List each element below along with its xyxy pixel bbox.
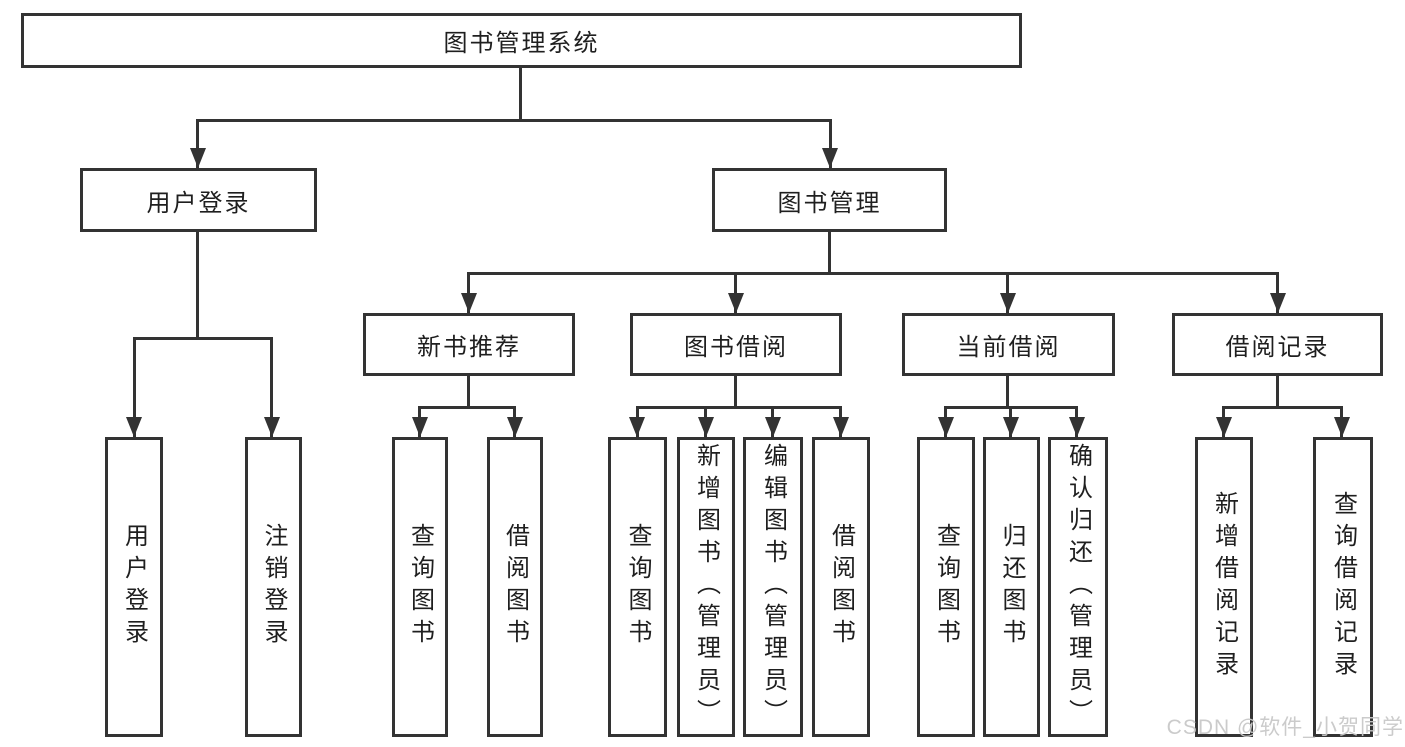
leaf-add-borrow-record: 新增借阅记录	[1195, 437, 1253, 737]
leaf-query-borrow-record: 查询借阅记录	[1313, 437, 1373, 737]
arrow-down-icon	[126, 417, 142, 437]
leaf-borrow-books-recommend-label: 借阅图书	[501, 523, 529, 651]
leaf-confirm-return-admin-label: 确认归还（管理员）	[1064, 443, 1092, 731]
arrow-down-icon	[461, 293, 477, 313]
arrow-down-icon	[1000, 293, 1016, 313]
connector-line	[519, 68, 522, 119]
node-borrow-records: 借阅记录	[1172, 313, 1383, 376]
leaf-borrow-books: 借阅图书	[812, 437, 870, 737]
leaf-user-login-label: 用户登录	[120, 523, 148, 651]
connector-line	[1006, 272, 1009, 313]
connector-line	[636, 406, 841, 409]
node-book-borrow: 图书借阅	[630, 313, 842, 376]
arrow-down-icon	[833, 417, 849, 437]
leaf-query-books-borrow-label: 查询图书	[624, 523, 651, 651]
arrow-down-icon	[1216, 417, 1232, 437]
arrow-down-icon	[412, 417, 428, 437]
leaf-query-books-recommend: 查询图书	[392, 437, 448, 737]
node-new-book-recommend-label: 新书推荐	[417, 334, 521, 361]
connector-line	[734, 376, 737, 406]
leaf-confirm-return-admin: 确认归还（管理员）	[1048, 437, 1108, 737]
node-book-management-label: 图书管理	[777, 189, 882, 217]
connector-line	[467, 376, 470, 406]
node-current-borrow-label: 当前借阅	[956, 334, 1061, 361]
connector-line	[133, 337, 273, 340]
leaf-borrow-books-label: 借阅图书	[827, 523, 855, 651]
node-book-borrow-label: 图书借阅	[684, 334, 788, 361]
connector-line	[1222, 406, 1342, 409]
leaf-add-books-admin-label: 新增图书（管理员）	[692, 443, 720, 731]
connector-line	[418, 406, 516, 409]
node-root: 图书管理系统	[21, 13, 1022, 68]
connector-line	[133, 337, 136, 437]
arrow-down-icon	[190, 148, 206, 168]
leaf-edit-books-admin-label: 编辑图书（管理员）	[759, 443, 787, 731]
node-user-login: 用户登录	[80, 168, 317, 232]
arrow-down-icon	[698, 417, 714, 437]
connector-line	[1276, 376, 1279, 406]
arrow-down-icon	[822, 148, 838, 168]
node-user-login-label: 用户登录	[146, 189, 251, 217]
leaf-query-books-current-label: 查询图书	[932, 523, 960, 651]
leaf-query-books-borrow: 查询图书	[608, 437, 667, 737]
leaf-add-books-admin: 新增图书（管理员）	[677, 437, 735, 737]
node-book-management: 图书管理	[712, 168, 947, 232]
arrow-down-icon	[728, 293, 744, 313]
csdn-watermark: CSDN @软件_小贺同学	[1166, 716, 1404, 739]
arrow-down-icon	[765, 417, 781, 437]
leaf-edit-books-admin: 编辑图书（管理员）	[743, 437, 803, 737]
connector-line	[196, 119, 199, 168]
leaf-add-borrow-record-label: 新增借阅记录	[1210, 491, 1238, 683]
arrow-down-icon	[264, 417, 280, 437]
node-current-borrow: 当前借阅	[902, 313, 1115, 376]
connector-line	[196, 232, 199, 337]
arrow-down-icon	[1069, 417, 1085, 437]
node-new-book-recommend: 新书推荐	[363, 313, 575, 376]
leaf-logout: 注销登录	[245, 437, 302, 737]
arrow-down-icon	[1270, 293, 1286, 313]
leaf-logout-label: 注销登录	[260, 523, 287, 651]
node-root-label: 图书管理系统	[443, 30, 600, 57]
leaf-query-borrow-record-label: 查询借阅记录	[1329, 491, 1357, 683]
leaf-return-books: 归还图书	[983, 437, 1040, 737]
connector-line	[828, 232, 831, 272]
connector-line	[467, 272, 470, 313]
connector-line	[1276, 272, 1279, 313]
arrow-down-icon	[1003, 417, 1019, 437]
leaf-query-books-recommend-label: 查询图书	[406, 523, 434, 651]
connector-line	[467, 272, 1279, 275]
leaf-user-login: 用户登录	[105, 437, 163, 737]
leaf-borrow-books-recommend: 借阅图书	[487, 437, 543, 737]
arrow-down-icon	[938, 417, 954, 437]
connector-line	[829, 119, 832, 168]
connector-line	[196, 119, 832, 122]
arrow-down-icon	[629, 417, 645, 437]
node-borrow-records-label: 借阅记录	[1225, 334, 1330, 361]
leaf-query-books-current: 查询图书	[917, 437, 975, 737]
arrow-down-icon	[507, 417, 523, 437]
connector-line	[270, 337, 273, 437]
connector-line	[1006, 376, 1009, 406]
leaf-return-books-label: 归还图书	[998, 523, 1025, 651]
connector-line	[734, 272, 737, 313]
arrow-down-icon	[1334, 417, 1350, 437]
